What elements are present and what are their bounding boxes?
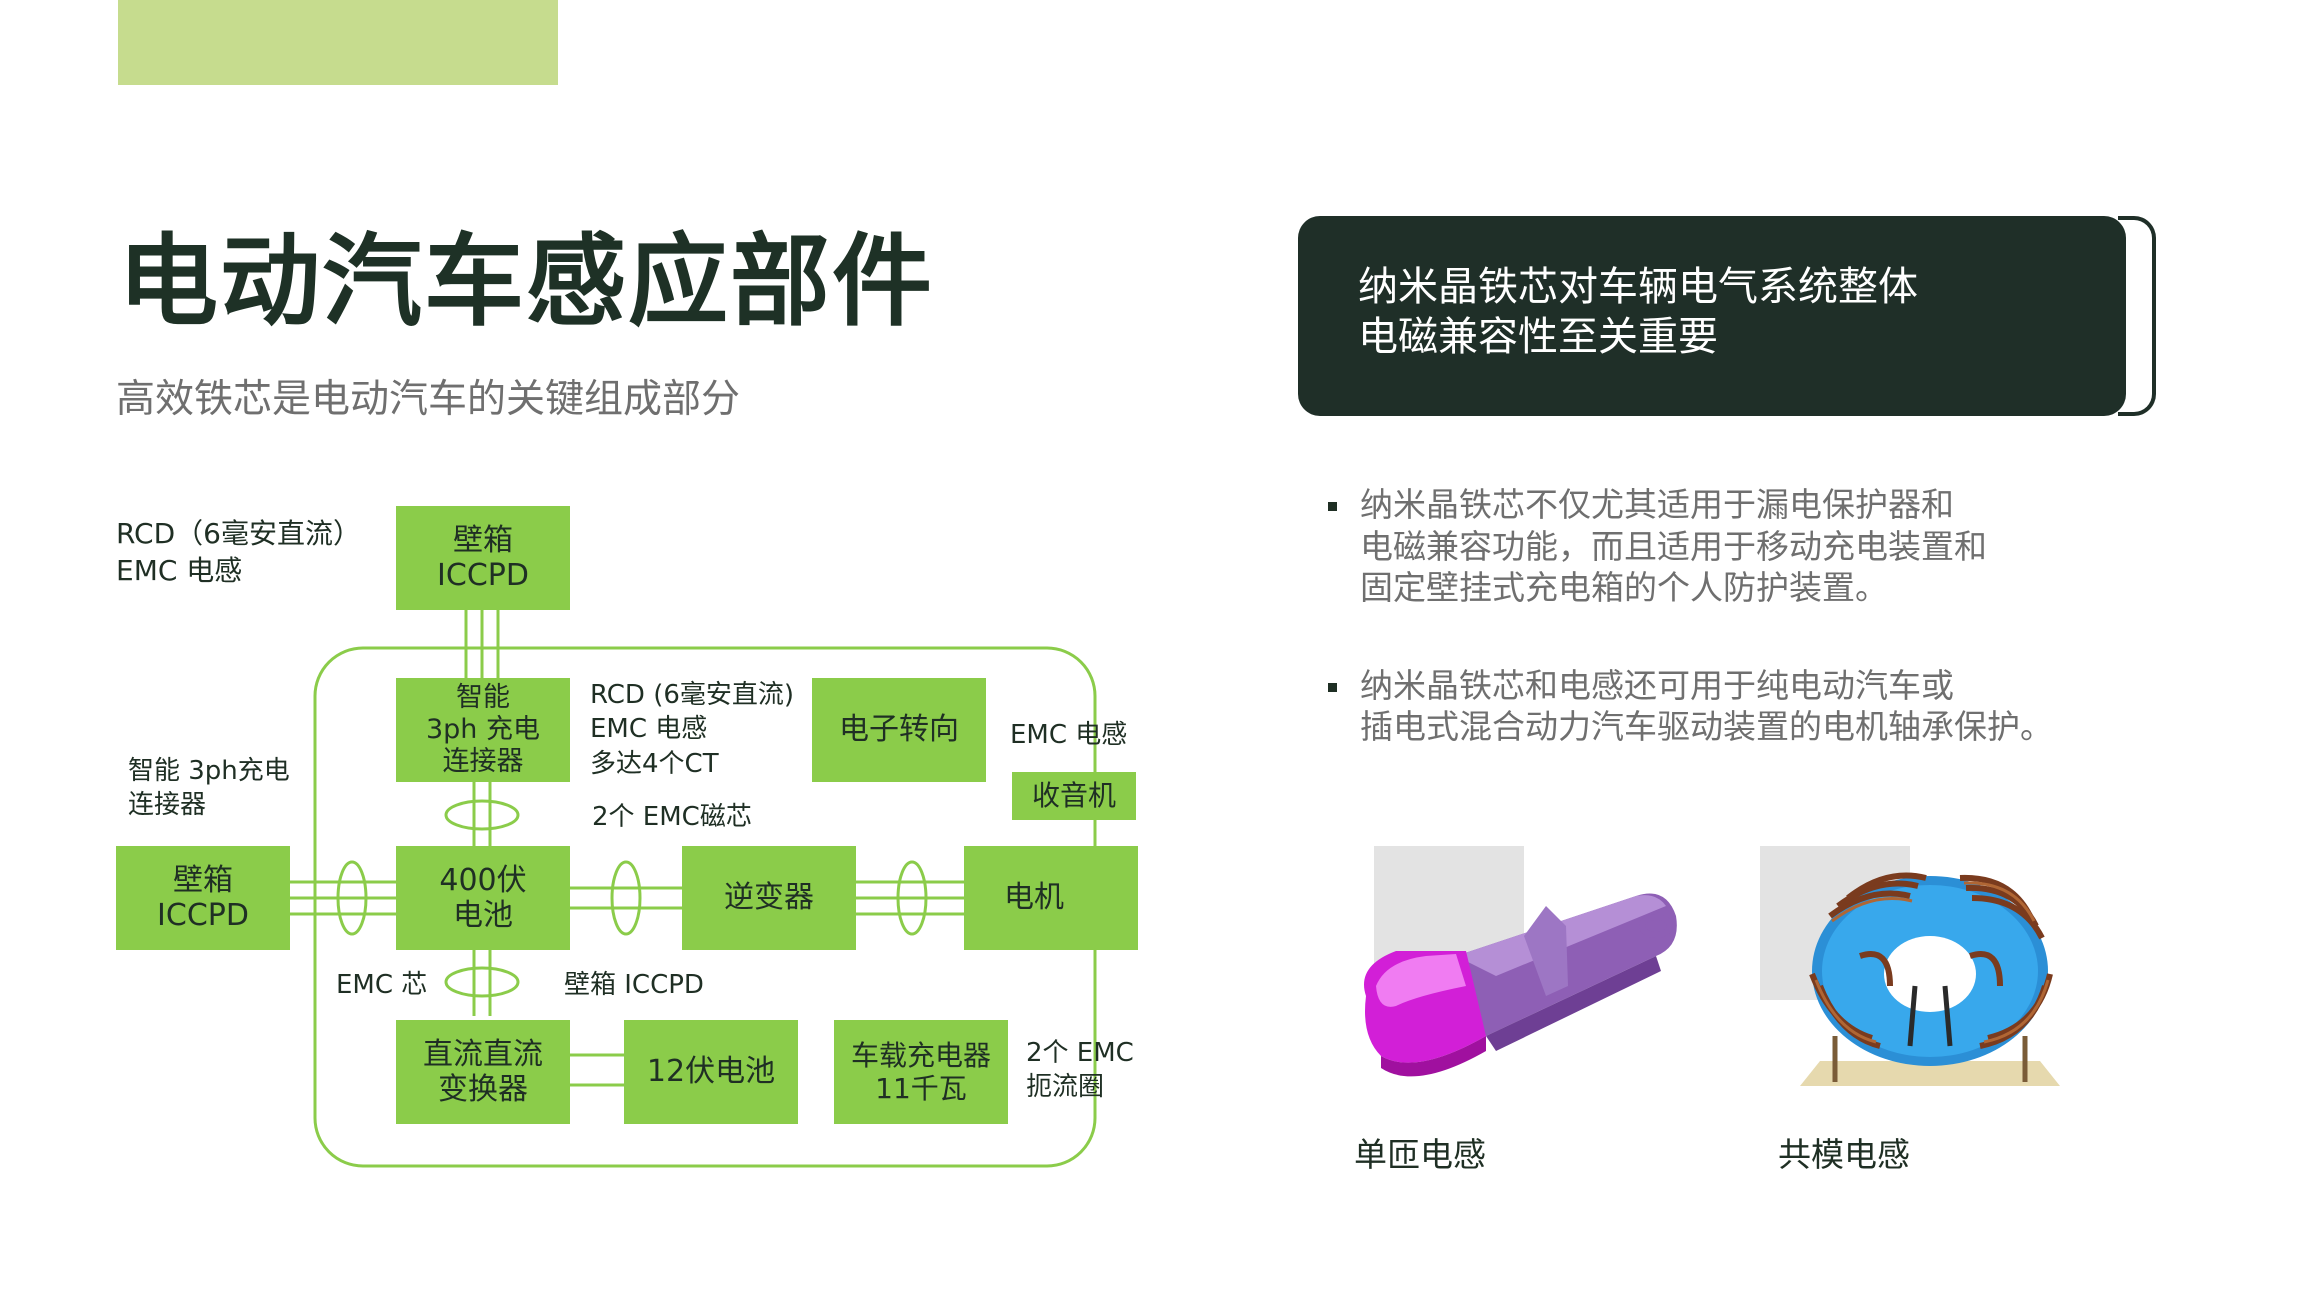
battery-400v-box: 400伏 电池 (396, 846, 570, 950)
emc-core-ring (444, 799, 520, 831)
single-turn-inductor-icon (1364, 893, 1677, 1077)
product-common-mode-choke: 共模电感 (1760, 846, 2100, 1174)
label-rcd-emc-top-left: RCD（6毫安直流） EMC 电感 (116, 517, 361, 587)
bullet-icon (1328, 682, 1337, 692)
label-two-emc-chokes: 2个 EMC 扼流圈 (1026, 1038, 1134, 1103)
bullet-item: 纳米晶铁芯不仅尤其适用于漏电保护器和 电磁兼容功能，而且适用于移动充电装置和 固… (1324, 484, 2124, 609)
emc-core-ring (896, 860, 928, 936)
smart-connector-box: 智能 3ph 充电 连接器 (396, 678, 570, 782)
product-caption: 共模电感 (1778, 1135, 1910, 1174)
label-rcd-emc-center: RCD (6毫安直流) EMC 电感 多达4个CT (590, 680, 795, 779)
label-wallbox-iccpd: 壁箱 ICCPD (564, 970, 704, 1000)
accent-bar (118, 0, 558, 85)
product-caption: 单匝电感 (1354, 1135, 1486, 1174)
battery-12v-box: 12伏电池 (624, 1020, 798, 1124)
page-title: 电动汽车感应部件 (118, 223, 934, 340)
emc-core-ring (336, 860, 368, 936)
e-steering-box: 电子转向 (812, 678, 986, 782)
page-subtitle: 高效铁芯是电动汽车的关键组成部分 (116, 377, 741, 422)
label-emc-inductor-right: EMC 电感 (1010, 720, 1128, 750)
label-emc-core: EMC 芯 (336, 970, 428, 1000)
callout-panel (1298, 216, 2126, 416)
callout-text: 纳米晶铁芯对车辆电气系统整体 电磁兼容性至关重要 (1358, 264, 1918, 360)
product-single-turn-inductor: 单匝电感 (1336, 846, 1696, 1174)
onboard-charger-box: 车载充电器 11千瓦 (834, 1020, 1008, 1124)
radio-box: 收音机 (1012, 772, 1136, 820)
label-two-emc-cores: 2个 EMC磁芯 (592, 802, 752, 832)
diagram-connections (288, 610, 1097, 1168)
dcdc-box: 直流直流 变换器 (396, 1020, 570, 1124)
bullet-item: 纳米晶铁芯和电感还可用于纯电动汽车或 插电式混合动力汽车驱动装置的电机轴承保护。 (1324, 665, 2124, 748)
common-mode-choke-icon (1800, 872, 2060, 1086)
wallbox-top-box: 壁箱 ICCPD (396, 506, 570, 610)
bullet-list: 纳米晶铁芯不仅尤其适用于漏电保护器和 电磁兼容功能，而且适用于移动充电装置和 固… (1324, 484, 2124, 748)
wallbox-left-box: 壁箱 ICCPD (116, 846, 290, 950)
emc-core-ring (444, 966, 520, 998)
ev-induction-diagram: 壁箱 ICCPD 智能 3ph 充电 连接器 电子转向 收音机 壁箱 ICCPD… (112, 500, 1192, 1180)
motor-box: 电机 (964, 846, 1138, 950)
bullet-icon (1328, 502, 1337, 511)
label-smart-3ph-connector: 智能 3ph充电 连接器 (128, 756, 290, 821)
emc-core-ring (610, 860, 642, 936)
inverter-box: 逆变器 (682, 846, 856, 950)
